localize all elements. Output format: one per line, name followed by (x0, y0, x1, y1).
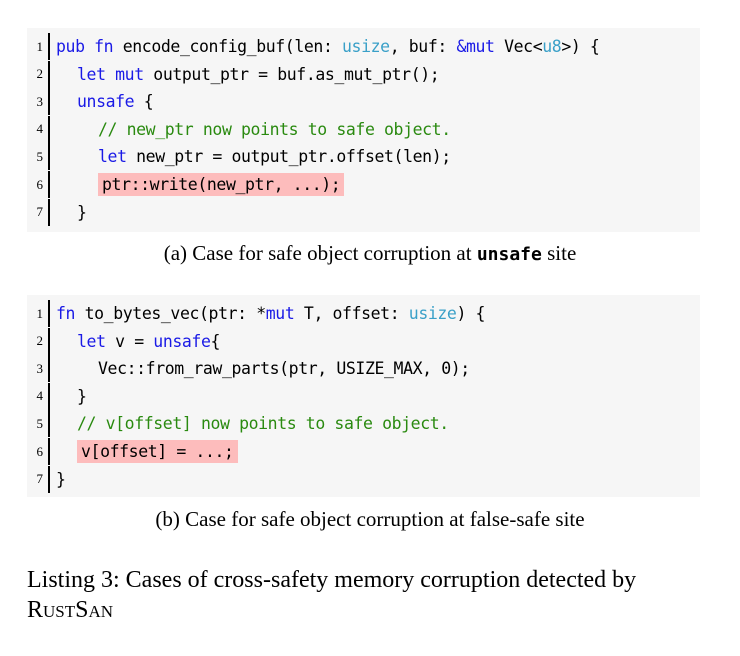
line-number-rule (48, 438, 50, 465)
tool-name: RustSan (27, 597, 114, 623)
code-line: 7} (27, 465, 66, 493)
line-number-rule (48, 33, 50, 60)
code-token: unsafe (77, 92, 135, 112)
code-text: // v[offset] now points to safe object. (77, 414, 449, 433)
line-number-rule (48, 355, 50, 383)
line-number: 4 (36, 388, 44, 404)
code-line: 6 ptr::write(new_ptr, ...); (27, 171, 345, 198)
code-text: } (77, 387, 87, 406)
code-line: 3 unsafe { (27, 88, 154, 116)
line-number: 7 (36, 204, 44, 220)
code-token: usize (342, 37, 390, 56)
line-number: 1 (36, 38, 44, 54)
code-text: } (56, 470, 66, 489)
code-token: let (98, 147, 127, 167)
code-token: &mut (456, 37, 495, 56)
line-number-rule (48, 171, 50, 198)
code-token: T, offset: (294, 304, 409, 323)
code-text: unsafe { (77, 92, 154, 112)
line-number-rule (48, 198, 50, 226)
code-text: let v = unsafe{ (77, 332, 220, 351)
line-number: 4 (36, 121, 44, 137)
code-listing-a: 1 pub fn encode_config_buf(len: usize, bu… (27, 28, 700, 232)
code-token: } (77, 386, 87, 406)
line-number: 5 (36, 415, 44, 431)
code-token: let mut (77, 64, 144, 84)
code-line: 4} (27, 382, 87, 410)
code-token: output_ptr = buf.as_mut_ptr(); (143, 64, 440, 84)
line-number-rule (48, 410, 50, 438)
line-number: 7 (36, 471, 44, 487)
line-number-rule (48, 327, 50, 355)
code-line: 7} (27, 198, 87, 226)
line-number: 5 (36, 148, 44, 164)
code-token: u8 (542, 37, 562, 56)
highlighted-code: v[offset] = ...; (77, 440, 238, 463)
line-number-rule (48, 465, 50, 493)
code-token: } (56, 469, 66, 489)
caption-a: (a) Case for safe object corruption at u… (0, 241, 740, 266)
code-text: fn to_bytes_vec(ptr: *mut T, offset: usi… (56, 304, 485, 323)
code-line: 3 Vec::from_raw_parts(ptr, USIZE_MAX, 0); (27, 355, 470, 383)
line-number-rule (48, 115, 50, 143)
code-token: encode_config_buf(len: (113, 37, 343, 56)
code-token: } (77, 202, 87, 222)
code-token: ) { (456, 304, 486, 323)
code-token: to_bytes_vec(ptr: * (75, 304, 267, 323)
code-listing-b: 1 fn to_bytes_vec(ptr: *mut T, offset: us… (27, 295, 700, 497)
code-text: let new_ptr = output_ptr.offset(len); (98, 147, 451, 166)
code-line: 4 // new_ptr now points to safe object. (27, 115, 451, 143)
code-line: 5 // v[offset] now points to safe object. (27, 410, 449, 438)
caption-a-text: (a) Case for safe object corruption at (163, 241, 477, 265)
highlighted-code: ptr::write(new_ptr, ...); (98, 173, 345, 196)
code-text: } (77, 203, 87, 222)
code-token: v = (105, 331, 154, 351)
code-text: let mut output_ptr = buf.as_mut_ptr(); (77, 64, 440, 84)
line-number: 2 (36, 333, 44, 349)
line-number: 6 (36, 443, 44, 459)
code-token: >) { (561, 37, 600, 56)
code-token: fn (56, 304, 76, 323)
code-token: let (77, 331, 106, 351)
code-text: pub fn encode_config_buf(len: usize, buf… (56, 37, 600, 56)
line-number: 2 (36, 66, 44, 82)
code-text: // new_ptr now points to safe object. (98, 120, 451, 139)
code-line: 2 let mut output_ptr = buf.as_mut_ptr(); (27, 60, 440, 88)
line-number: 3 (36, 93, 44, 109)
code-line: 5 let new_ptr = output_ptr.offset(len); (27, 143, 451, 171)
code-token: ptr::write(new_ptr, ...); (102, 175, 341, 194)
listing-caption-text: Listing 3: Cases of cross-safety memory … (27, 567, 637, 593)
line-number: 1 (36, 305, 44, 321)
code-token: unsafe (153, 331, 211, 351)
code-token: mut (265, 304, 295, 323)
code-token: usize (408, 304, 457, 323)
code-token: v[offset] = ...; (81, 442, 234, 461)
code-token: // new_ptr now points to safe object. (98, 119, 451, 139)
code-line: 2 let v = unsafe{ (27, 327, 220, 355)
code-token: pub fn (56, 37, 114, 56)
caption-a-code: unsafe (476, 244, 542, 265)
code-token: { (210, 331, 221, 351)
code-token: Vec< (494, 37, 543, 56)
code-token: { (134, 92, 154, 112)
listing-caption: Listing 3: Cases of cross-safety memory … (27, 565, 727, 625)
code-line: 6 v[offset] = ...; (27, 438, 238, 465)
caption-b: (b) Case for safe object corruption at f… (0, 507, 740, 532)
line-number-rule (48, 88, 50, 116)
code-token: , buf: (389, 37, 457, 56)
line-number-rule (48, 60, 50, 88)
code-text: Vec::from_raw_parts(ptr, USIZE_MAX, 0); (98, 359, 470, 378)
line-number-rule (48, 382, 50, 410)
code-token: Vec::from_raw_parts(ptr, USIZE_MAX, 0); (98, 359, 470, 379)
code-token: // v[offset] now points to safe object. (77, 414, 449, 434)
code-line: 1 pub fn encode_config_buf(len: usize, bu… (27, 33, 600, 60)
line-number-rule (48, 143, 50, 171)
code-token: new_ptr = output_ptr.offset(len); (126, 147, 451, 167)
code-line: 1 fn to_bytes_vec(ptr: *mut T, offset: us… (27, 300, 485, 327)
line-number: 3 (36, 360, 44, 376)
caption-a-suffix: site (541, 241, 577, 265)
line-number: 6 (36, 176, 44, 192)
caption-b-text: (b) Case for safe object corruption at f… (155, 507, 585, 531)
line-number-rule (48, 300, 50, 327)
